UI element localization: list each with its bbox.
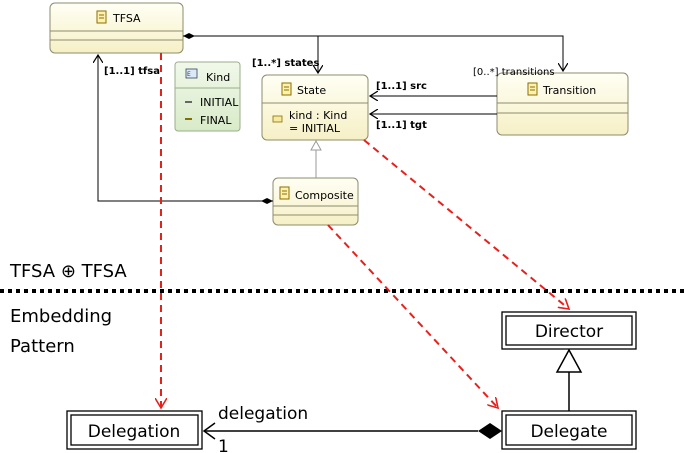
generalization-triangle [310,139,322,151]
literal-icon [185,101,192,103]
pattern-label-line1: Embedding [10,306,112,327]
label-delegation: delegation [218,404,308,424]
label-transitions: [0..*] transitions [473,67,555,78]
association-tgt[interactable]: [1..1] tgt [370,114,497,131]
class-composite-name: Composite [295,189,354,202]
generalization-triangle [555,348,583,373]
class-state-name: State [297,84,326,97]
class-icon [527,82,538,96]
state-attr-kind: kind : Kind [289,109,347,122]
generalization-composite-state[interactable] [310,139,322,178]
label-tgt: [1..1] tgt [376,120,427,131]
label-states: [1..*] states [252,58,319,69]
literal-initial: INITIAL [200,96,239,109]
label-src: [1..1] src [376,81,427,92]
enum-kind-name: Kind [206,71,230,84]
enum-icon: E [185,68,198,79]
composition-diamond [478,423,502,439]
class-transition[interactable]: Transition [496,72,629,136]
mapping-arrows [161,53,569,408]
label-delegation-mult: 1 [218,437,229,453]
class-transition-name: Transition [542,84,596,97]
class-tfsa[interactable]: TFSA [49,2,184,54]
state-attr-default: = INITIAL [289,122,341,135]
enum-kind[interactable]: E Kind INITIAL FINAL [174,61,241,132]
association-src[interactable]: [1..1] src [370,81,497,96]
association-arrowhead [202,422,216,440]
class-icon [96,10,107,24]
attribute-icon [272,115,283,123]
class-icon [279,186,290,200]
mapping-state-to-director[interactable] [363,139,569,309]
literal-icon [185,118,192,120]
literal-final: FINAL [200,114,232,127]
composition-diamond [261,198,273,204]
pattern-director[interactable]: Director [501,311,637,350]
section-title: TFSA ⊕ TFSA [9,261,127,282]
pattern-delegate[interactable]: Delegate [501,410,637,450]
composition-diamond [183,33,195,39]
class-icon [281,82,292,96]
association-tfsa[interactable]: [1..1] tfsa [98,55,273,204]
association-transitions[interactable]: [0..*] transitions [318,35,563,78]
class-tfsa-name: TFSA [112,12,141,25]
class-state[interactable]: State kind : Kind = INITIAL [261,74,369,141]
pattern-delegate-name: Delegate [530,422,607,442]
pattern-label-line2: Pattern [10,336,75,357]
class-composite[interactable]: Composite [272,177,359,226]
mapping-composite-to-delegate[interactable] [327,224,498,408]
svg-text:E: E [187,71,191,78]
pattern-delegation-name: Delegation [88,422,181,442]
pattern-delegation[interactable]: Delegation [66,410,203,450]
pattern-generalization[interactable] [555,348,583,411]
label-tfsa: [1..1] tfsa [104,66,160,77]
pattern-director-name: Director [535,322,603,342]
pattern-association-delegation[interactable]: delegation 1 [202,404,502,453]
